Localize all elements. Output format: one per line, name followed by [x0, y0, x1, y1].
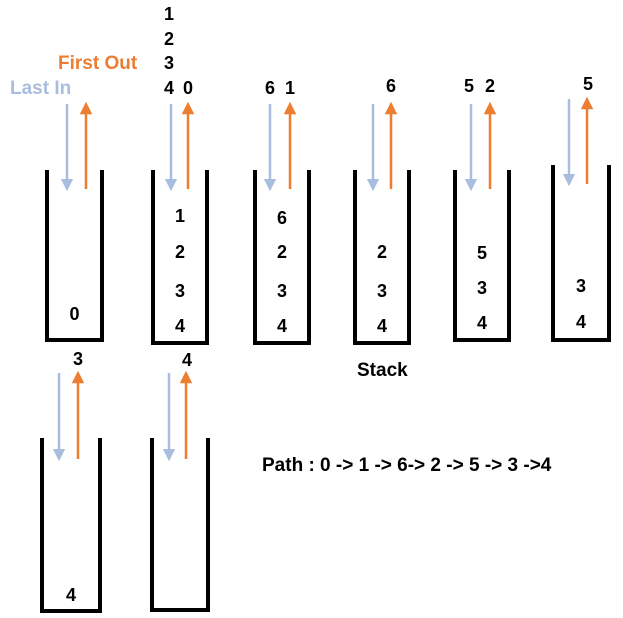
popped-value: 6 — [386, 76, 396, 96]
first-out-label: First Out — [58, 53, 138, 74]
stack-item: 3 — [377, 281, 387, 301]
pushed-value: 3 — [164, 53, 174, 73]
stack-item: 0 — [69, 304, 79, 324]
stack-item: 4 — [377, 316, 387, 336]
stack-container — [40, 438, 102, 613]
stack-container — [253, 170, 311, 345]
stack-container — [151, 170, 209, 345]
stack-item: 3 — [576, 276, 586, 296]
popped-value: 0 — [183, 78, 193, 98]
stack-item: 2 — [377, 242, 387, 262]
stack-step-7: 34 — [40, 349, 102, 613]
popped-value: 2 — [485, 76, 495, 96]
stack-item: 6 — [277, 208, 287, 228]
stack-item: 4 — [175, 316, 185, 336]
stack-container — [45, 170, 104, 342]
pushed-value: 4 — [164, 78, 174, 98]
stack-item: 3 — [277, 281, 287, 301]
pushed-value: 2 — [164, 29, 174, 49]
stack-item: 4 — [576, 312, 586, 332]
stack-step-4: 6 2 3 4 — [353, 76, 411, 345]
stack-item: 1 — [175, 206, 185, 226]
popped-value: 3 — [73, 349, 83, 369]
path-text: Path : 0 -> 1 -> 6-> 2 -> 5 -> 3 ->4 — [262, 455, 552, 476]
pushed-value: 6 — [265, 78, 275, 98]
stack-item: 4 — [477, 313, 487, 333]
stack-container — [353, 170, 411, 345]
stack-item: 3 — [477, 278, 487, 298]
last-in-label: Last In — [10, 78, 71, 99]
stack-item: 3 — [175, 281, 185, 301]
stack-step-8: 4 — [150, 350, 210, 612]
popped-value: 5 — [583, 74, 593, 94]
popped-value: 1 — [285, 78, 295, 98]
popped-value: 4 — [182, 350, 192, 370]
stack-container — [453, 170, 511, 342]
stack-container — [150, 438, 210, 612]
stack-item: 5 — [477, 243, 487, 263]
pushed-value: 5 — [464, 76, 474, 96]
stack-item: 4 — [66, 585, 76, 605]
stack-caption: Stack — [357, 360, 408, 381]
stack-item: 2 — [277, 242, 287, 262]
stack-item: 4 — [277, 316, 287, 336]
stack-item: 2 — [175, 242, 185, 262]
stack-step-6: 5 3 4 — [551, 74, 611, 342]
stack-container — [551, 165, 611, 342]
pushed-value: 1 — [164, 4, 174, 24]
stack-step-1: 0 — [45, 101, 104, 342]
